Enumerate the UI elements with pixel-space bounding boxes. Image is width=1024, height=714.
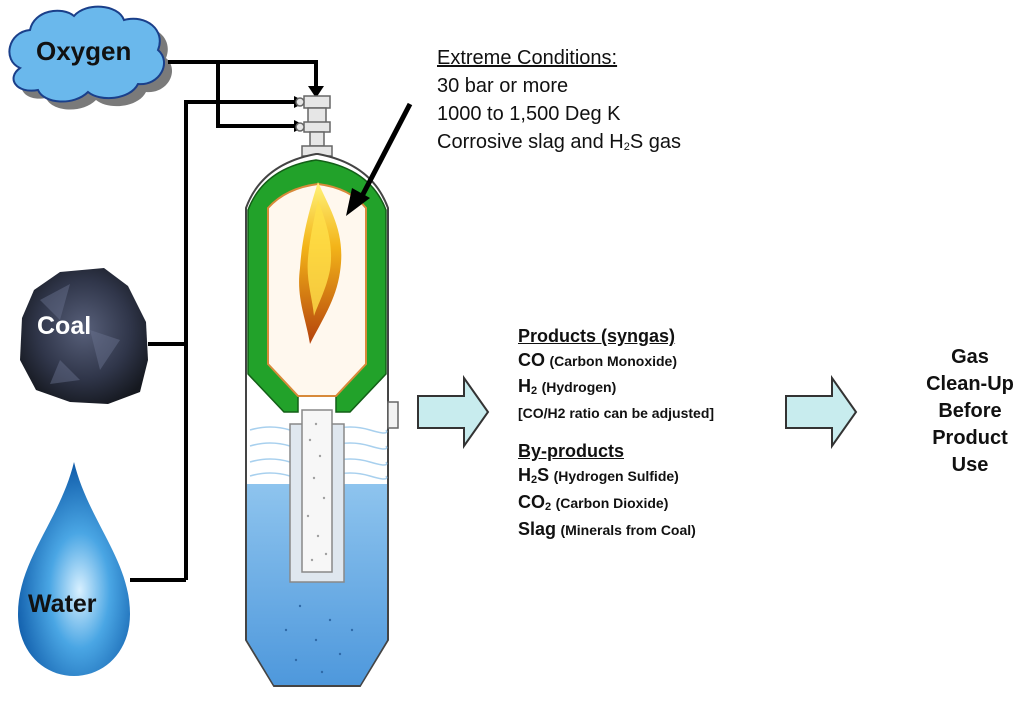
feed-lines: [130, 60, 318, 582]
cleanup-line-2: Clean-Up: [926, 373, 1014, 395]
cleanup-line-5: Use: [951, 454, 989, 476]
conditions-temperature: 1000 to 1,500 Deg K: [437, 103, 621, 125]
oxygen-label: Oxygen: [36, 36, 132, 66]
product-h2: H2 (Hydrogen): [518, 374, 714, 401]
water-label: Water: [28, 590, 97, 618]
products-block: Products (syngas) CO (Carbon Monoxide) H…: [518, 324, 714, 543]
flame-icon: [299, 182, 342, 344]
conditions-heading: Extreme Conditions:: [437, 47, 618, 69]
dip-tube: [284, 409, 354, 674]
cleanup-line-3: Before: [938, 400, 1002, 422]
byproduct-co2: CO2 (Carbon Dioxide): [518, 490, 714, 517]
h2s-name: (Hydrogen Sulfide): [553, 468, 679, 484]
conditions-block: Extreme Conditions: 30 bar or more 1000 …: [437, 44, 681, 159]
oxygen-cloud-icon: [8, 5, 173, 110]
water-drop-icon: [18, 462, 130, 676]
co2-formula: CO: [518, 492, 545, 512]
co2-subscript: 2: [545, 501, 552, 513]
byproduct-h2s: H2S (Hydrogen Sulfide): [518, 463, 714, 490]
co2-name: (Carbon Dioxide): [555, 495, 669, 511]
slag-name: (Minerals from Coal): [560, 522, 696, 538]
coal-lump-icon: [20, 268, 148, 404]
coal-label: Coal: [37, 312, 92, 340]
co-name: (Carbon Monoxide): [549, 353, 677, 369]
byproduct-slag: Slag (Minerals from Coal): [518, 517, 714, 543]
co-formula: CO: [518, 350, 545, 370]
cleanup-line-1: Gas: [951, 346, 989, 368]
corrosion-text-b: S gas: [629, 131, 682, 153]
h2-formula: H: [518, 376, 531, 396]
conditions-pointer-arrow: [346, 102, 413, 216]
corrosion-text-a: Corrosive slag and H: [437, 131, 624, 153]
cleanup-block: Gas Clean-Up Before Product Use: [905, 344, 1024, 479]
cleanup-flow-arrow: [785, 374, 858, 450]
h2-name: (Hydrogen): [541, 379, 617, 395]
product-co: CO (Carbon Monoxide): [518, 348, 714, 374]
products-flow-arrow: [417, 374, 490, 450]
h2s-subscript: 2: [531, 474, 538, 486]
cleanup-line-4: Product: [932, 427, 1008, 449]
conditions-pressure: 30 bar or more: [437, 75, 569, 97]
h2s-formula-a: H: [518, 465, 531, 485]
h2s-formula-b: S: [537, 465, 550, 485]
corrosion-subscript: 2: [623, 141, 630, 153]
products-heading: Products (syngas): [518, 326, 676, 346]
conditions-corrosion: Corrosive slag and H2S gas: [437, 128, 681, 159]
slag-formula: Slag: [518, 519, 557, 539]
byproducts-heading: By-products: [518, 441, 625, 461]
h2-subscript: 2: [531, 385, 538, 397]
ratio-note: [CO/H2 ratio can be adjusted]: [518, 405, 715, 421]
